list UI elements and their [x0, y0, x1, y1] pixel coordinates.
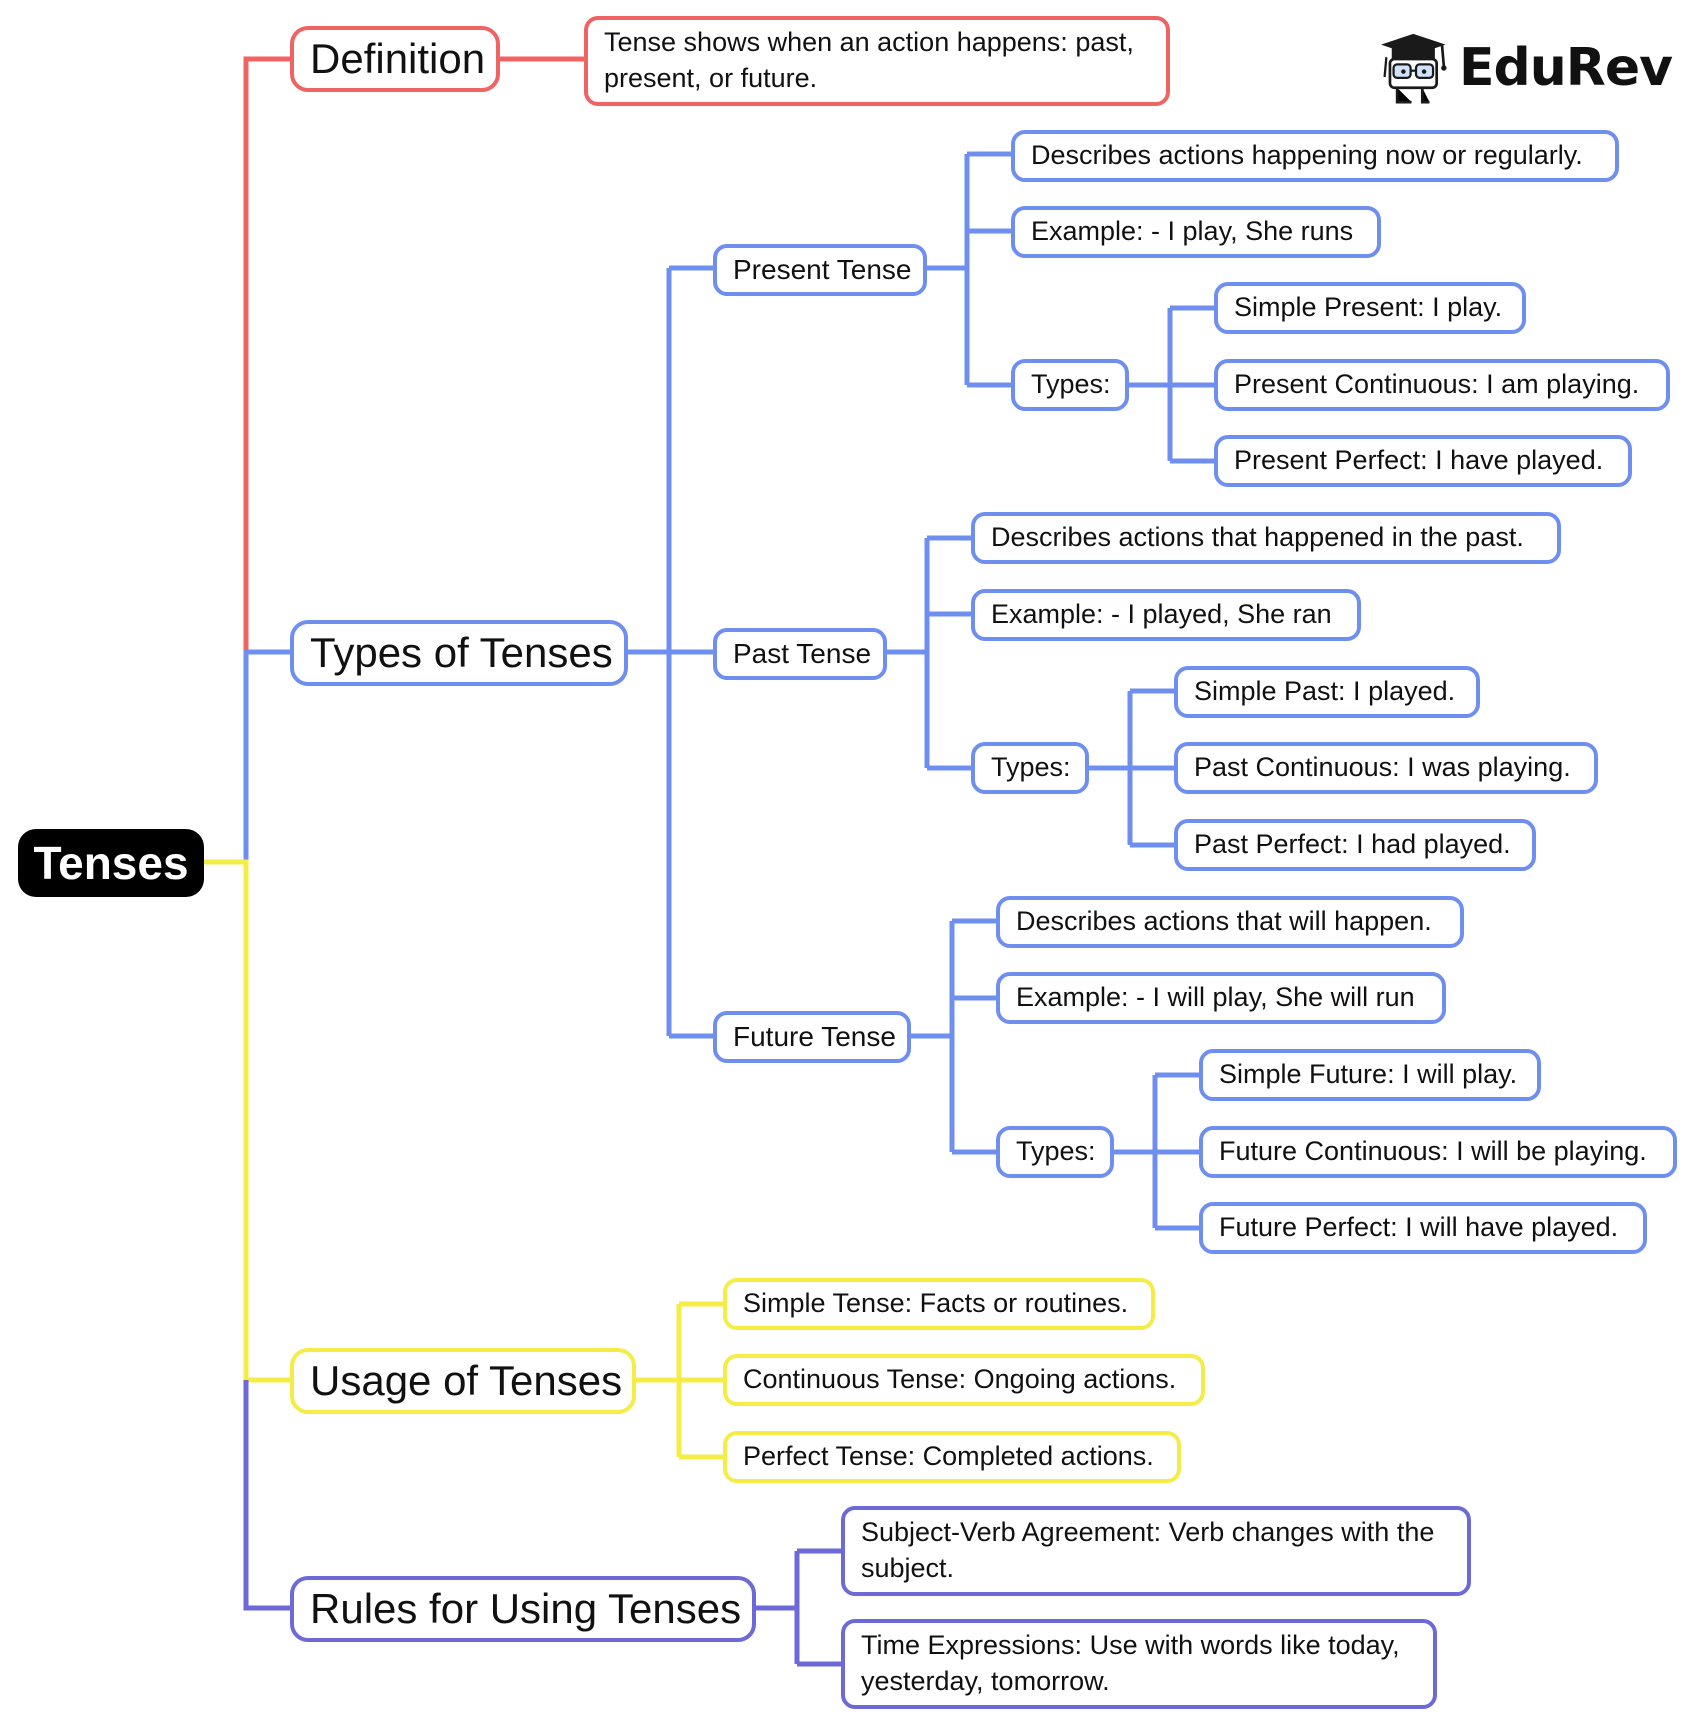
present-types-label: Types: — [1011, 359, 1129, 411]
present-type-item: Present Perfect: I have played. — [1214, 435, 1632, 487]
future-type-item: Future Perfect: I will have played. — [1199, 1202, 1647, 1254]
connector-present-types — [1128, 305, 1214, 464]
present-type-item: Simple Present: I play. — [1214, 282, 1526, 334]
logo-text: EduRev — [1459, 38, 1673, 98]
past-types-label: Types: — [971, 742, 1089, 794]
branch-rules-for-using-tenses: Rules for Using Tenses — [290, 1576, 756, 1642]
connector-future-types — [1113, 1072, 1199, 1231]
connector-usage-children — [635, 1301, 723, 1460]
connector-types — [243, 649, 290, 860]
past-example: Example: - I played, She ran — [971, 589, 1361, 641]
root-node-tenses: Tenses — [18, 829, 204, 897]
future-type-item: Simple Future: I will play. — [1199, 1049, 1541, 1101]
future-description: Describes actions that will happen. — [996, 896, 1464, 948]
branch-definition: Definition — [290, 26, 500, 92]
graduate-mascot-icon — [1380, 33, 1447, 104]
node-present-tense: Present Tense — [713, 244, 927, 296]
future-types-label: Types: — [996, 1126, 1114, 1178]
connector-types-children — [627, 265, 713, 1039]
branch-types-of-tenses: Types of Tenses — [290, 620, 628, 686]
connector-future-children — [910, 918, 996, 1155]
present-example: Example: - I play, She runs — [1011, 206, 1381, 258]
connector-usage — [203, 859, 290, 1383]
past-description: Describes actions that happened in the p… — [971, 512, 1561, 564]
rules-item-subject-verb: Subject-Verb Agreement: Verb changes wit… — [841, 1506, 1471, 1596]
node-past-tense: Past Tense — [713, 628, 887, 680]
usage-item: Continuous Tense: Ongoing actions. — [723, 1354, 1205, 1406]
connector-rules-children — [755, 1548, 841, 1667]
definition-text: Tense shows when an action happens: past… — [584, 16, 1170, 106]
past-type-item: Past Continuous: I was playing. — [1174, 742, 1598, 794]
connector-past-children — [885, 535, 971, 771]
branch-usage-of-tenses: Usage of Tenses — [290, 1348, 636, 1414]
usage-item: Simple Tense: Facts or routines. — [723, 1278, 1155, 1330]
future-type-item: Future Continuous: I will be playing. — [1199, 1126, 1677, 1178]
connector-rules — [243, 1380, 290, 1611]
past-type-item: Past Perfect: I had played. — [1174, 819, 1536, 871]
edurev-logo: EduRev — [1372, 26, 1673, 110]
connector-past-types — [1088, 688, 1174, 848]
rules-item-time-expressions: Time Expressions: Use with words like to… — [841, 1619, 1437, 1709]
connector-definition — [243, 56, 290, 652]
future-example: Example: - I will play, She will run — [996, 972, 1446, 1024]
connector-present-children — [925, 151, 1011, 388]
present-description: Describes actions happening now or regul… — [1011, 130, 1619, 182]
past-type-item: Simple Past: I played. — [1174, 666, 1480, 718]
node-future-tense: Future Tense — [713, 1011, 911, 1063]
present-type-item: Present Continuous: I am playing. — [1214, 359, 1670, 411]
usage-item: Perfect Tense: Completed actions. — [723, 1431, 1181, 1483]
